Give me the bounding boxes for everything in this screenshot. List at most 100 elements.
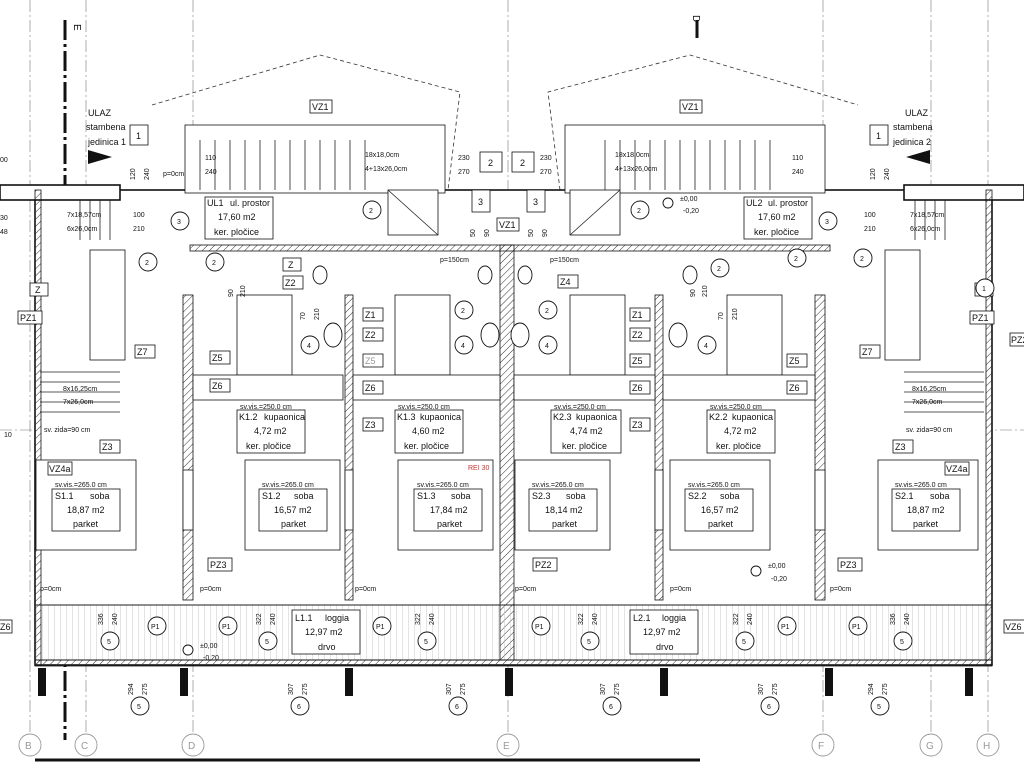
svg-text:parket: parket	[73, 519, 99, 529]
tag-z6-a: Z6	[362, 380, 384, 395]
tag-vz1-right: VZ1	[679, 99, 703, 114]
room-floor: ker. pločice	[214, 227, 259, 237]
svg-text:sv. zida=90 cm: sv. zida=90 cm	[44, 427, 91, 434]
svg-text:PZ3: PZ3	[210, 560, 227, 570]
svg-text:loggia: loggia	[325, 613, 349, 623]
svg-text:K2.3: K2.3	[553, 412, 572, 422]
svg-text:P1: P1	[222, 624, 231, 631]
svg-text:10: 10	[4, 432, 12, 439]
svg-text:307: 307	[758, 683, 765, 695]
svg-text:P1: P1	[852, 624, 861, 631]
svg-text:p=0cm: p=0cm	[163, 171, 184, 178]
svg-text:S2.1: S2.1	[895, 491, 914, 501]
svg-text:±0,00: ±0,00	[680, 196, 698, 203]
svg-text:sv.vis.=265.0 cm: sv.vis.=265.0 cm	[417, 482, 469, 489]
svg-text:kupaonica: kupaonica	[576, 412, 617, 422]
tag-z3-left: Z3	[99, 439, 121, 454]
svg-text:6x26,0cm: 6x26,0cm	[910, 226, 941, 233]
svg-text:PZ2: PZ2	[535, 560, 552, 570]
svg-text:4,72 m2: 4,72 m2	[724, 426, 757, 436]
svg-text:±0,00: ±0,00	[768, 563, 786, 570]
svg-text:322: 322	[256, 613, 263, 625]
room-ul1: UL1 ul. prostor 17,60 m2 ker. pločice	[204, 196, 274, 240]
svg-text:Z6: Z6	[212, 381, 223, 391]
svg-text:K2.2: K2.2	[709, 412, 728, 422]
svg-text:Z6: Z6	[789, 383, 800, 393]
svg-text:L2.1: L2.1	[633, 613, 651, 623]
svg-text:210: 210	[864, 226, 876, 233]
svg-text:VZ1: VZ1	[682, 102, 699, 112]
svg-text:F: F	[818, 741, 824, 752]
svg-text:S1.1: S1.1	[55, 491, 74, 501]
svg-text:sv.vis.=265.0 cm: sv.vis.=265.0 cm	[688, 482, 740, 489]
svg-text:336: 336	[98, 613, 105, 625]
svg-text:sv.vis.=265.0 cm: sv.vis.=265.0 cm	[55, 482, 107, 489]
svg-text:PZ1: PZ1	[972, 313, 989, 323]
svg-text:REI 30: REI 30	[468, 465, 490, 472]
svg-text:±0,00: ±0,00	[200, 643, 218, 650]
svg-text:240: 240	[205, 169, 217, 176]
svg-text:sv.vis.=250.0 cm: sv.vis.=250.0 cm	[554, 404, 606, 411]
svg-text:70: 70	[718, 312, 725, 320]
entrance-1-arrow-icon	[88, 150, 112, 164]
tag-z6-c: Z6	[209, 378, 231, 393]
svg-text:240: 240	[884, 168, 891, 180]
svg-text:307: 307	[446, 683, 453, 695]
svg-text:5: 5	[900, 639, 904, 646]
svg-text:2: 2	[212, 260, 216, 267]
room-k23: sv.vis.=250.0 cm K2.3 kupaonica 4,74 m2 …	[550, 404, 622, 454]
svg-text:2: 2	[545, 308, 549, 315]
svg-text:275: 275	[142, 683, 149, 695]
svg-text:18,87 m2: 18,87 m2	[907, 505, 945, 515]
svg-text:Z3: Z3	[102, 442, 113, 452]
svg-text:90: 90	[228, 289, 235, 297]
svg-text:parket: parket	[708, 519, 734, 529]
svg-text:Z4: Z4	[560, 277, 571, 287]
svg-text:B: B	[25, 741, 32, 752]
svg-text:P1: P1	[376, 624, 385, 631]
svg-text:18x18,0cm: 18x18,0cm	[365, 152, 399, 159]
svg-text:soba: soba	[566, 491, 586, 501]
room-s22: sv.vis.=265.0 cm S2.2 soba 16,57 m2 park…	[669, 459, 771, 551]
svg-text:6: 6	[609, 704, 613, 711]
svg-text:240: 240	[112, 613, 119, 625]
svg-text:12,97 m2: 12,97 m2	[643, 627, 681, 637]
svg-text:3: 3	[177, 219, 181, 226]
svg-text:2: 2	[369, 208, 373, 215]
tag-z6-d: Z6	[786, 380, 808, 395]
room-l11: L1.1 loggia 12,97 m2 drvo	[291, 609, 361, 655]
tag-vz1-center: VZ1	[496, 217, 520, 232]
svg-text:16,57 m2: 16,57 m2	[701, 505, 739, 515]
circle-markers: 3 3 2 2 2 2 2 2 2 2 2 4 4 4 4 1 5 5 5 5 …	[100, 200, 995, 716]
entrance-2-line3: jedinica 2	[892, 137, 931, 147]
svg-text:6: 6	[767, 704, 771, 711]
svg-text:210: 210	[133, 226, 145, 233]
svg-text:1: 1	[982, 286, 986, 293]
room-l21: L2.1 loggia 12,97 m2 drvo	[629, 609, 699, 655]
svg-text:3: 3	[533, 197, 538, 207]
svg-text:90: 90	[484, 229, 491, 237]
svg-text:230: 230	[458, 155, 470, 162]
svg-text:294: 294	[868, 683, 875, 695]
svg-text:1: 1	[876, 131, 881, 141]
tag-pz3-a: PZ3	[207, 557, 233, 572]
svg-text:4,72 m2: 4,72 m2	[254, 426, 287, 436]
entrance-2-arrow-icon	[906, 150, 930, 164]
svg-text:Z6: Z6	[632, 383, 643, 393]
room-ul2: UL2 ul. prostor 17,60 m2 ker. pločice	[743, 196, 813, 240]
svg-text:PZ1: PZ1	[20, 313, 37, 323]
svg-text:Z2: Z2	[285, 278, 296, 288]
svg-text:PZ3: PZ3	[840, 560, 857, 570]
door-markers: P1 P1 P1 P1 P1 P1	[147, 616, 868, 636]
svg-text:240: 240	[270, 613, 277, 625]
tag-pz1-right: PZ1	[969, 310, 995, 325]
svg-text:Z7: Z7	[862, 347, 873, 357]
svg-text:P1: P1	[781, 624, 790, 631]
entrance-2-line2: stambena	[893, 122, 933, 132]
svg-text:2: 2	[637, 208, 641, 215]
svg-text:5: 5	[107, 639, 111, 646]
svg-text:soba: soba	[294, 491, 314, 501]
svg-text:Z3: Z3	[365, 420, 376, 430]
